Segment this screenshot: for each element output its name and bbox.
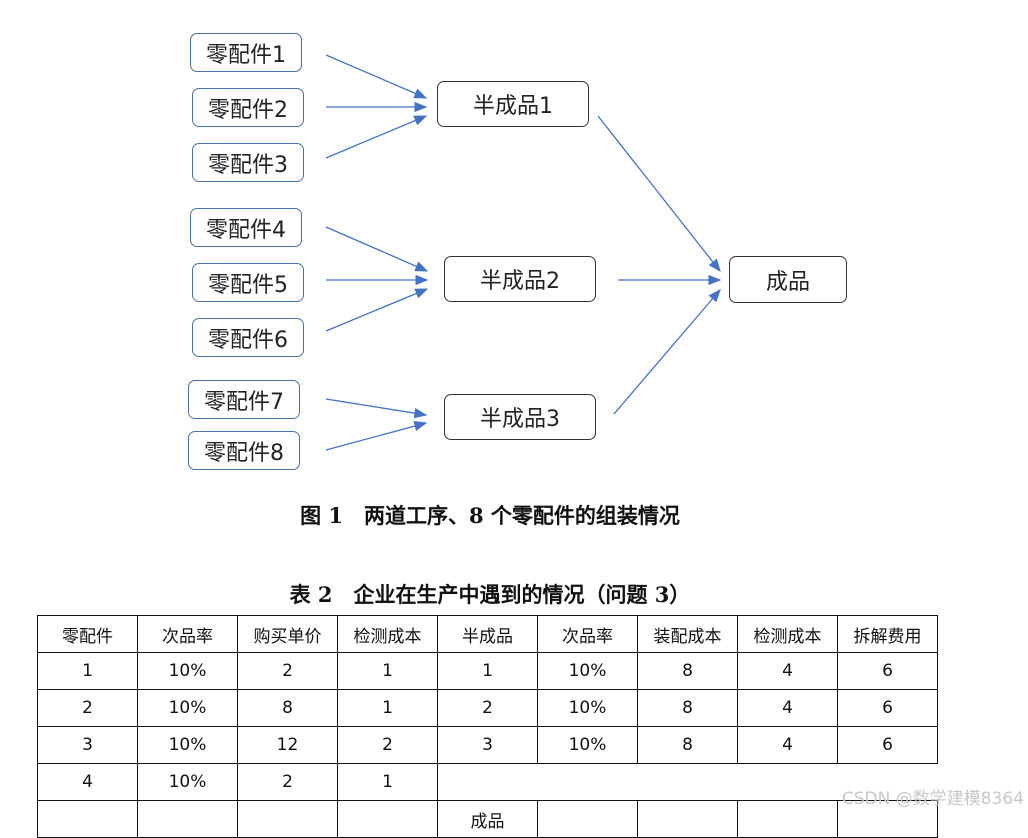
part-box-8: 零配件8 xyxy=(188,431,300,470)
table-cell: 10% xyxy=(537,689,638,727)
table-header-cell: 检测成本 xyxy=(337,615,438,653)
table-cell: 2 xyxy=(337,726,438,764)
table-header-cell: 次品率 xyxy=(137,615,238,653)
table-cell: 10% xyxy=(137,652,238,690)
flow-arrow xyxy=(325,421,428,451)
part-box-3: 零配件3 xyxy=(192,143,304,182)
table-header-cell: 购买单价 xyxy=(237,615,338,653)
table-cell xyxy=(237,800,338,838)
table-cell xyxy=(337,800,438,838)
table-cell: 3 xyxy=(437,726,538,764)
arrow-layer xyxy=(325,54,722,451)
table-cell: 1 xyxy=(37,652,138,690)
part-box-6: 零配件6 xyxy=(192,318,304,357)
flow-arrow xyxy=(325,398,428,419)
table-cell xyxy=(737,800,838,838)
table-header-cell: 半成品 xyxy=(437,615,538,653)
flow-arrow xyxy=(325,226,429,272)
table-cell: 1 xyxy=(337,763,438,801)
table-header-row: 零配件次品率购买单价检测成本半成品次品率装配成本检测成本拆解费用 xyxy=(37,615,938,653)
table-cell xyxy=(637,800,738,838)
table-cell: 4 xyxy=(737,726,838,764)
table-cell: 2 xyxy=(37,689,138,727)
part-box-2: 零配件2 xyxy=(192,88,304,127)
flow-arrow xyxy=(325,115,428,159)
table-cell: 4 xyxy=(737,689,838,727)
table-cell: 1 xyxy=(437,652,538,690)
table-cell xyxy=(137,800,238,838)
part-label: 零配件1 xyxy=(206,42,286,68)
flow-arrow xyxy=(325,54,428,99)
semi-box-3: 半成品3 xyxy=(444,394,596,440)
part-box-4: 零配件4 xyxy=(190,208,302,247)
table-cell: 10% xyxy=(137,689,238,727)
final-product-box: 成品 xyxy=(729,256,847,303)
semi-box-2: 半成品2 xyxy=(444,256,596,302)
table-cell: 3 xyxy=(37,726,138,764)
final-label: 成品 xyxy=(765,269,810,295)
table-header-cell: 装配成本 xyxy=(637,615,738,653)
table-cell: 8 xyxy=(637,652,738,690)
part-box-7: 零配件7 xyxy=(188,380,300,419)
table-cell: 2 xyxy=(237,652,338,690)
part-label: 零配件2 xyxy=(208,97,288,123)
table-row-partial: 成品 xyxy=(37,800,938,838)
semi-label: 半成品1 xyxy=(473,94,553,119)
flow-arrow xyxy=(325,288,429,332)
assembly-diagram: 零配件1 零配件2 零配件3 零配件4 零配件5 零配件6 零配件7 零配件8 … xyxy=(188,33,847,470)
table-cell: 12 xyxy=(237,726,338,764)
table-cell: 4 xyxy=(737,652,838,690)
part-box-5: 零配件5 xyxy=(192,263,304,302)
watermark: CSDN @数学建模8364 xyxy=(841,789,1024,809)
table-cell: 6 xyxy=(837,726,938,764)
table-cell: 1 xyxy=(337,689,438,727)
table-cell: 8 xyxy=(237,689,338,727)
table-cell: 4 xyxy=(37,763,138,801)
table-header-cell: 次品率 xyxy=(537,615,638,653)
part-label: 零配件7 xyxy=(204,389,284,415)
table-header-cell: 检测成本 xyxy=(737,615,838,653)
table-cell: 1 xyxy=(337,652,438,690)
table-cell xyxy=(37,800,138,838)
table-cell: 8 xyxy=(637,689,738,727)
part-label: 零配件4 xyxy=(206,217,286,243)
table-cell xyxy=(537,800,638,838)
table-cell: 10% xyxy=(537,726,638,764)
flow-arrow xyxy=(597,115,721,273)
semi-label: 半成品3 xyxy=(480,407,560,432)
table-cell: 8 xyxy=(637,726,738,764)
table-cell: 2 xyxy=(437,689,538,727)
part-label: 零配件3 xyxy=(208,152,288,178)
table-caption: 表 2 企业在生产中遇到的情况（问题 3） xyxy=(289,582,691,607)
part-label: 零配件8 xyxy=(204,440,284,466)
figure-caption: 图 1 两道工序、8 个零配件的组装情况 xyxy=(300,503,680,528)
table-header-cell: 零配件 xyxy=(37,615,138,653)
table-cell: 成品 xyxy=(437,800,538,838)
table-cell: 10% xyxy=(537,652,638,690)
semi-box-1: 半成品1 xyxy=(437,81,589,127)
part-label: 零配件6 xyxy=(208,327,288,353)
table-cell: 6 xyxy=(837,689,938,727)
table-cell: 2 xyxy=(237,763,338,801)
table-header-cell: 拆解费用 xyxy=(837,615,938,653)
flow-arrow xyxy=(613,289,721,415)
table-cell: 10% xyxy=(137,726,238,764)
part-box-1: 零配件1 xyxy=(190,33,302,72)
semi-label: 半成品2 xyxy=(480,269,560,294)
part-label: 零配件5 xyxy=(208,272,288,298)
table-cell: 6 xyxy=(837,652,938,690)
table-cell: 10% xyxy=(137,763,238,801)
